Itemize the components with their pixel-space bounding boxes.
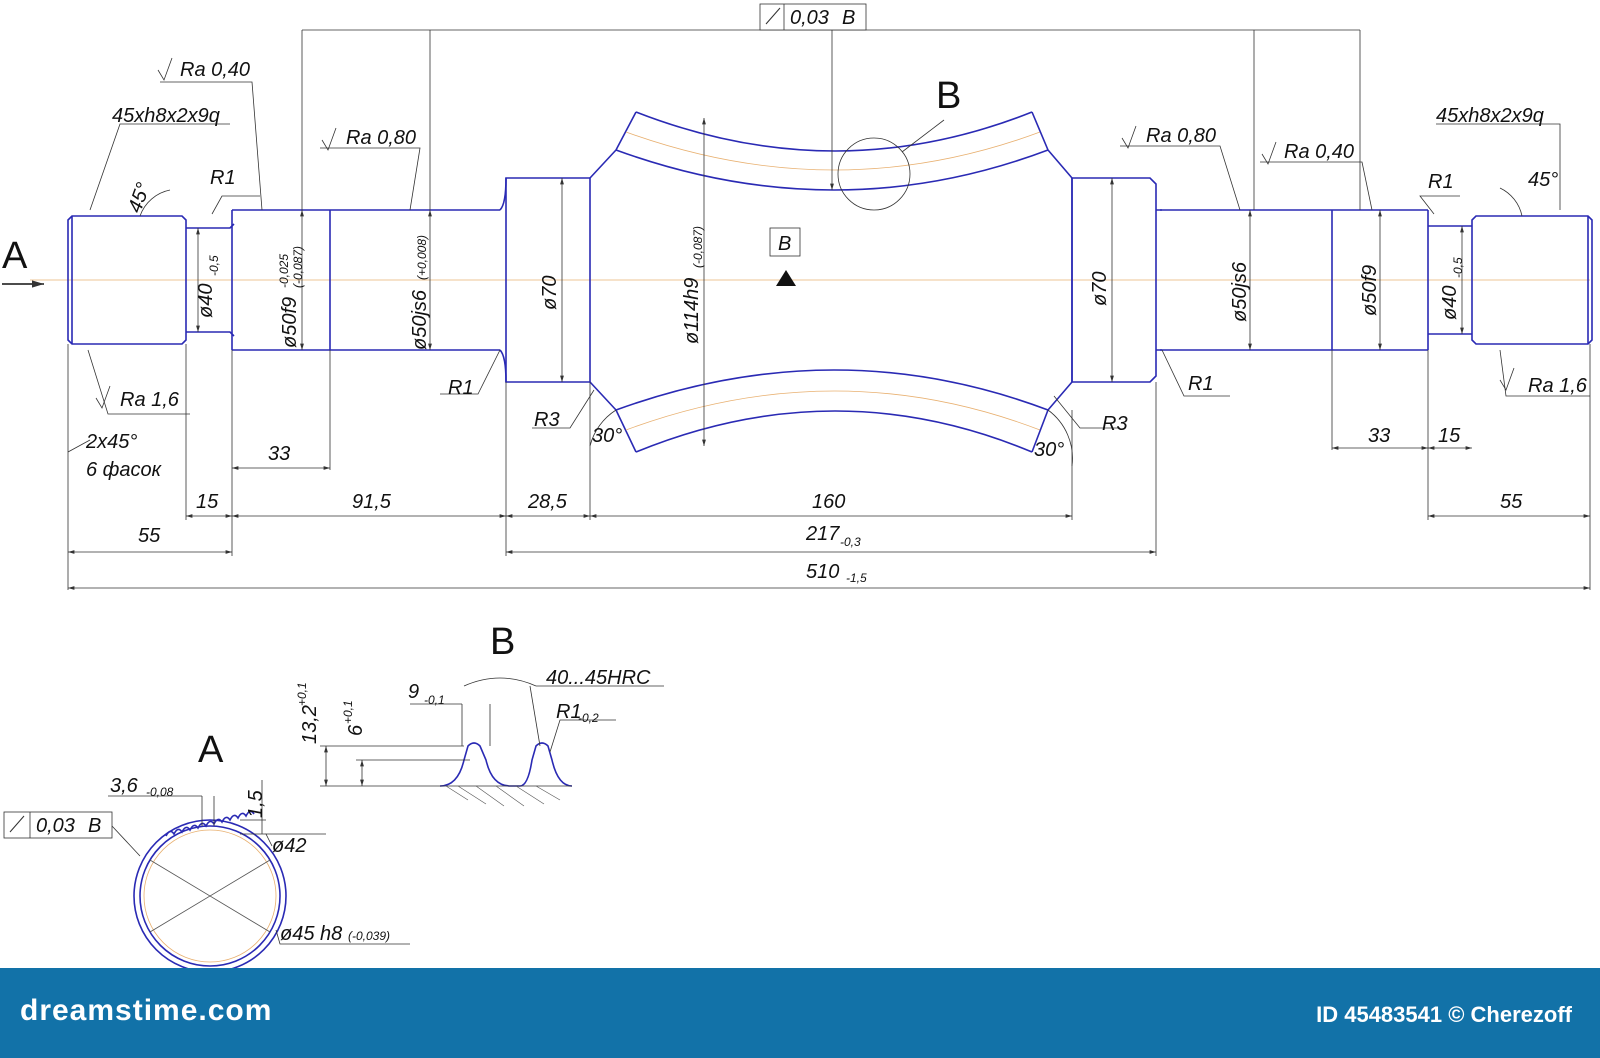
section-tooth-width-tol: -0,08 [146,785,174,799]
len-217: 217 [805,523,840,545]
d114-tol: (-0,087) [691,226,705,268]
d50js6-left: ø50js6 [409,289,431,350]
section-d42: ø42 [272,835,306,857]
d50js6-left-tol: (+0,008) [415,235,429,280]
detail-b-height-tol: +0,1 [295,682,309,706]
view-b-marker-label: B [936,75,961,117]
ra-16-left: Ra 1,6 [120,389,180,411]
d50js6-right: ø50js6 [1229,261,1251,322]
datum-b [769,227,801,286]
section-d45: ø45 h8 [280,923,342,945]
r1-top-left: R1 [210,167,236,189]
brand-logo[interactable]: dreamstime.com [20,994,273,1027]
r3-left: R3 [534,409,560,431]
section-runout-value: 0,03 [36,815,75,837]
len-510-tol: -1,5 [846,571,867,585]
len-33-right: 33 [1368,425,1390,447]
runout-frame-top [759,3,867,31]
len-217-tol: -0,3 [840,535,861,549]
section-runout-datum: B [88,815,101,837]
detail-b-circle [837,137,911,211]
ra-040-left: Ra 0,40 [180,59,250,81]
angle-45-right: 45° [1528,169,1558,191]
runout-top-datum: B [842,7,855,29]
r1-mid-right: R1 [1188,373,1214,395]
detail-b-depth: 6 [345,724,367,736]
shaft-outline [67,111,1593,453]
spline-callout-left: 45xh8x2x9q [112,105,220,127]
detail-b-width-tol: -0,1 [424,693,445,707]
detail-b-title: B [490,621,515,663]
section-a-title: A [198,729,224,771]
r1-mid-left: R1 [448,377,474,399]
section-tooth-height: 1,5 [245,789,267,818]
chamfer-note-2: 6 фасок [86,459,163,481]
len-33-left: 33 [268,443,290,465]
detail-b-hardness: 40...45HRC [546,667,651,689]
angle-30-right: 30° [1034,439,1064,461]
r3-right: R3 [1102,413,1128,435]
len-15-right: 15 [1438,425,1461,447]
datum-b-label: B [778,233,791,255]
ra-080-left: Ra 0,80 [346,127,416,149]
d40-left-tol: -0,5 [207,255,221,276]
angle-45-left: 45° [124,180,155,216]
runout-top-value: 0,03 [790,7,829,29]
ra-040-right: Ra 0,40 [1284,141,1354,163]
detail-b-view: B [320,621,664,807]
detail-b-height: 13,2 [299,705,321,744]
d50f9-left-tol-up: -0,025 [277,254,291,288]
len-55-right: 55 [1500,491,1523,513]
len-510: 510 [806,561,839,583]
spline-callout-right: 45xh8x2x9q [1436,105,1544,127]
d114: ø114h9 [681,278,703,344]
len-15-left: 15 [196,491,219,513]
chamfer-note-1: 2x45° [85,431,137,453]
len-28-5: 28,5 [527,491,568,513]
detail-b-radius-tol: -0,2 [578,711,599,725]
footer-bar: dreamstime.com ID 45483541 © Cherezoff [0,968,1600,1058]
detail-b-width: 9 [408,681,419,703]
d70-left: ø70 [539,276,561,310]
dimension-lines [67,29,1591,590]
d50f9-left-tol-low: (-0,087) [291,246,305,288]
d70-right: ø70 [1089,272,1111,306]
len-160: 160 [812,491,845,513]
d40-right-tol: -0,5 [1451,257,1465,278]
detail-b-depth-tol: +0,1 [341,700,355,724]
d50f9-right: ø50f9 [1359,265,1381,316]
angle-30-left: 30° [592,425,622,447]
d40-right: ø40 [1439,286,1461,320]
section-tooth-width: 3,6 [110,775,139,797]
ra-16-right: Ra 1,6 [1528,375,1588,397]
d50f9-left: ø50f9 [279,297,301,348]
r1-top-right: R1 [1428,171,1454,193]
ra-080-right: Ra 0,80 [1146,125,1216,147]
d40-left: ø40 [195,284,217,318]
image-credit: ID 45483541 © Cherezoff [1316,1002,1572,1027]
view-a-arrow-label: A [2,235,28,277]
detail-b-radius: R1 [556,701,582,723]
len-91-5: 91,5 [352,491,392,513]
technical-drawing: 0,03 B A B B 45xh8x2x9q 45xh8x2x9q Ra 0,… [2,3,1593,968]
section-a-view: A [3,729,410,968]
len-55-left: 55 [138,525,161,547]
section-d45-tol: (-0,039) [348,929,390,943]
